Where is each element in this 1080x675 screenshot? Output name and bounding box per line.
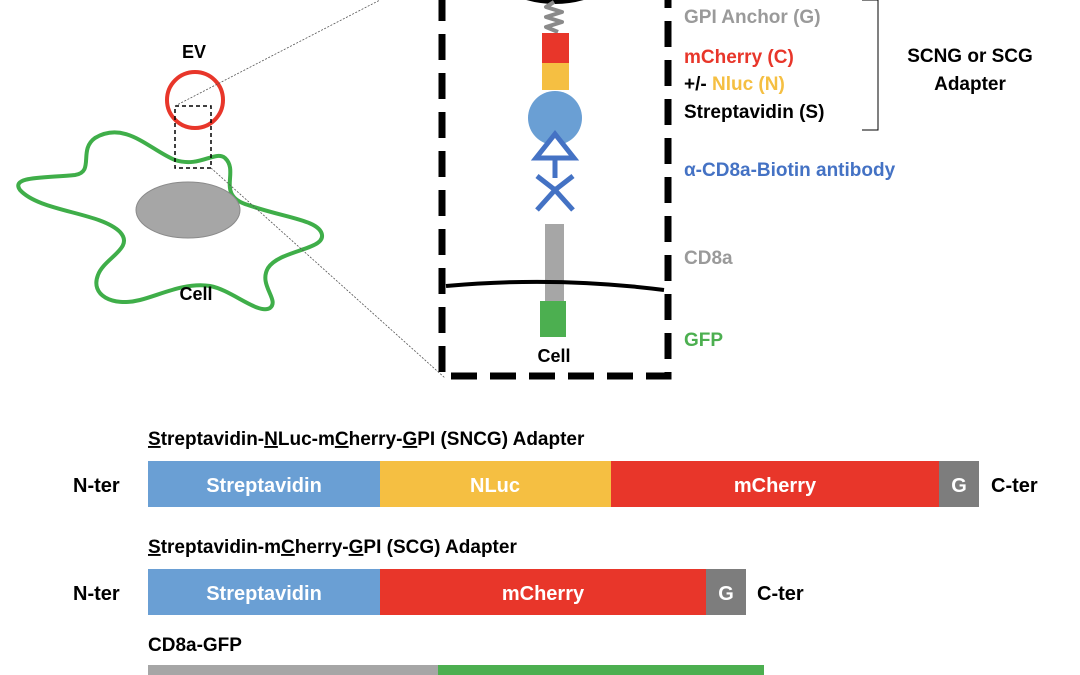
construct-title: Streptavidin-NLuc-mCherry-GPI (SNCG) Ada…	[148, 429, 585, 450]
label-nluc-line: +/- Nluc (N)	[684, 74, 785, 95]
segment-mcherry	[380, 569, 706, 615]
construct-cd8a-gfp: CD8a-GFP	[148, 635, 764, 675]
title-part: herry-	[295, 537, 349, 558]
title-part: herry-	[349, 429, 403, 450]
constructs: Streptavidin-NLuc-mCherry-GPI (SNCG) Ada…	[73, 429, 1038, 675]
construct-scg: Streptavidin-mCherry-GPI (SCG) Adapter N…	[73, 537, 804, 615]
gfp-block	[540, 301, 566, 337]
segment-gpi	[939, 461, 979, 507]
segment-nluc-label: NLuc	[470, 475, 520, 497]
title-part: treptavidin-m	[161, 537, 281, 558]
component-labels: GPI Anchor (G) mCherry (C) +/- Nluc (N) …	[684, 0, 1033, 351]
title-part: G	[349, 537, 364, 558]
label-streptavidin: Streptavidin (S)	[684, 102, 824, 123]
segment-cd8a	[148, 665, 438, 675]
title-part: S	[148, 429, 161, 450]
segment-gpi-label: G	[951, 475, 967, 497]
label-gpi: GPI Anchor (G)	[684, 7, 821, 28]
nluc-block	[542, 63, 569, 90]
adapter-bracket	[862, 0, 879, 131]
label-cd8a: CD8a	[684, 248, 733, 269]
segment-gfp	[438, 665, 764, 675]
segment-mcherry	[611, 461, 939, 507]
ev-circle	[165, 70, 225, 130]
segment-streptavidin-label: Streptavidin	[206, 583, 322, 605]
zoom-source-box	[174, 105, 212, 169]
c-ter-label: C-ter	[757, 583, 804, 605]
zoom-frame	[438, 0, 672, 380]
n-ter-label: N-ter	[73, 475, 120, 497]
cell-membrane	[445, 279, 665, 292]
construct-title: Streptavidin-mCherry-GPI (SCG) Adapter	[148, 537, 517, 558]
label-plusminus: +/-	[684, 74, 712, 95]
mcherry-block	[542, 33, 569, 63]
title-part: PI (SCG) Adapter	[363, 537, 517, 558]
segment-gpi-label: G	[718, 583, 734, 605]
segment-mcherry-label: mCherry	[502, 583, 585, 605]
streptavidin-sphere	[528, 91, 582, 145]
label-nluc: Nluc (N)	[712, 74, 785, 95]
label-antibody: α-CD8a-Biotin antibody	[684, 160, 896, 181]
label-mcherry: mCherry (C)	[684, 47, 794, 68]
title-part: G	[402, 429, 417, 450]
title-part: Luc-m	[278, 429, 335, 450]
segment-streptavidin-label: Streptavidin	[206, 475, 322, 497]
adapter-label-line1: SCNG or SCG	[907, 46, 1033, 67]
antibody-y	[535, 158, 575, 212]
n-ter-label: N-ter	[73, 583, 120, 605]
ev-label: EV	[182, 42, 206, 62]
cell-label: Cell	[179, 284, 212, 304]
segment-streptavidin	[148, 461, 380, 507]
title-part: treptavidin-	[161, 429, 264, 450]
zoom-line-bottom	[210, 167, 446, 379]
overview-panel: EV Cell	[16, 0, 446, 379]
title-part: PI (SNCG) Adapter	[417, 429, 585, 450]
label-gfp: GFP	[684, 330, 723, 351]
c-ter-label: C-ter	[991, 475, 1038, 497]
ev-membrane	[526, 0, 584, 4]
title-part: C	[335, 429, 349, 450]
segment-mcherry-label: mCherry	[734, 475, 817, 497]
segment-streptavidin	[148, 569, 380, 615]
gpi-anchor	[544, 0, 564, 34]
title-part: N	[264, 429, 278, 450]
cell-outline	[16, 130, 324, 312]
segment-gpi	[706, 569, 746, 615]
adapter-label-line2: Adapter	[934, 74, 1006, 95]
nucleus	[135, 181, 241, 239]
zoom-panel: Cell	[438, 0, 672, 380]
construct-sncg: Streptavidin-NLuc-mCherry-GPI (SNCG) Ada…	[73, 429, 1038, 507]
title-part: S	[148, 537, 161, 558]
segment-nluc	[380, 461, 611, 507]
construct-title: CD8a-GFP	[148, 635, 242, 656]
cd8a-stalk	[545, 224, 564, 302]
zoom-cell-label: Cell	[537, 346, 570, 366]
title-part: C	[281, 537, 295, 558]
